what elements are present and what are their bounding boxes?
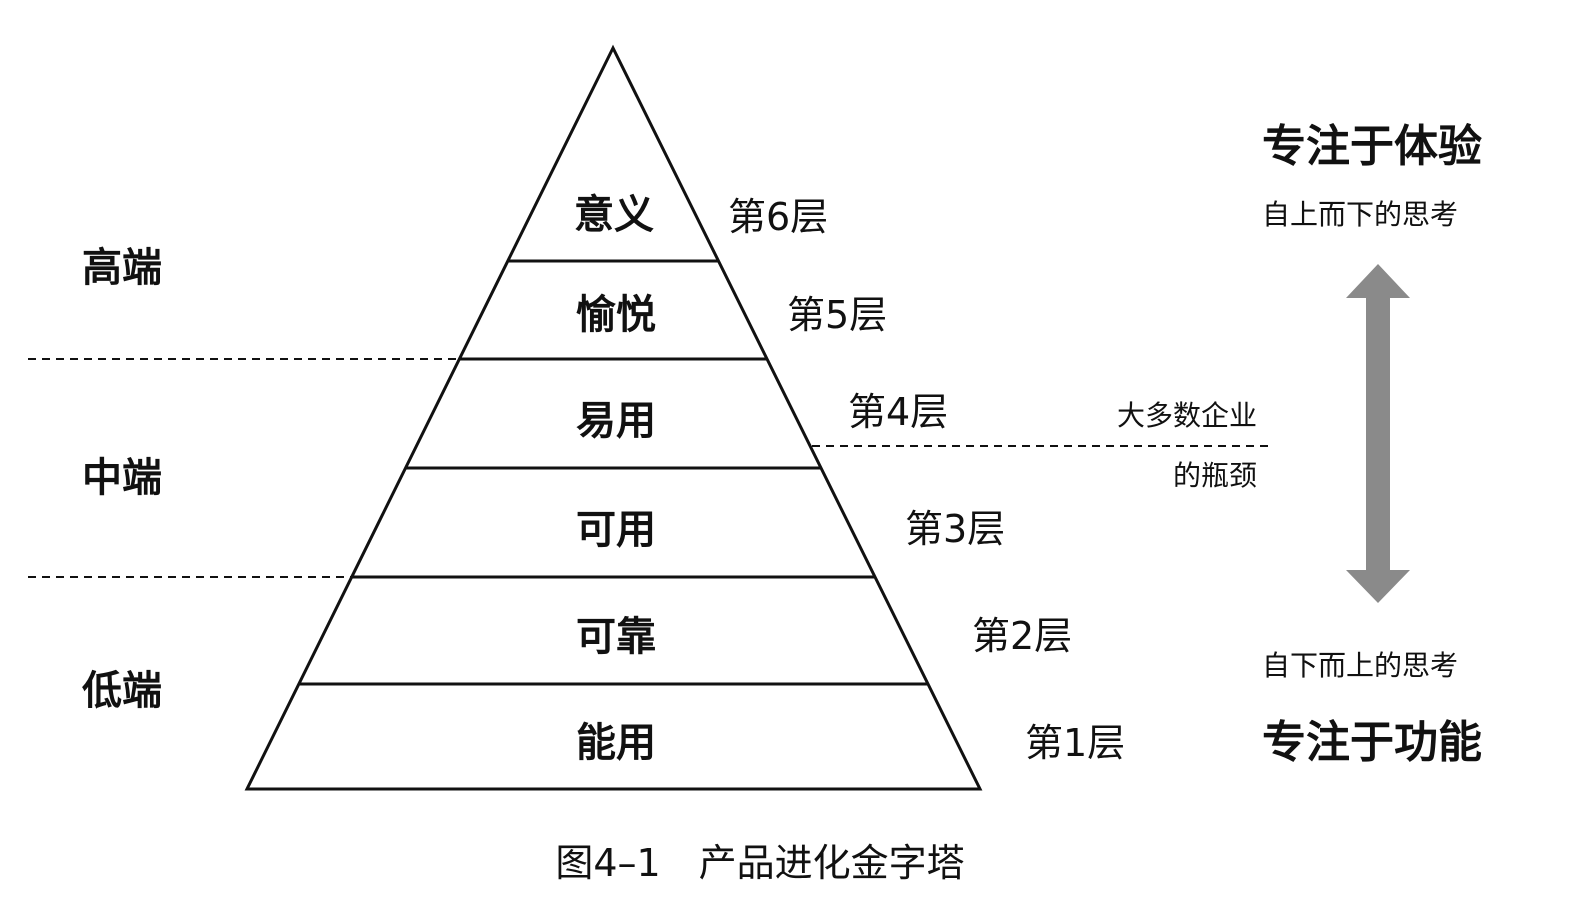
- tier-high-label: 高端: [82, 245, 162, 291]
- focus-function-title: 专注于功能: [1262, 717, 1482, 768]
- top-down-thinking-label: 自上而下的思考: [1262, 198, 1458, 231]
- layer-3-name: 可用: [576, 507, 656, 553]
- layer-2-name: 可靠: [576, 614, 656, 660]
- layer-4-number: 第4层: [848, 390, 948, 434]
- layer-2-number: 第2层: [972, 614, 1072, 658]
- tier-low-label: 低端: [82, 668, 162, 714]
- figure-caption: 图4–1 产品进化金字塔: [555, 841, 964, 885]
- bottleneck-label-line1: 大多数企业: [1117, 399, 1257, 432]
- bottom-up-thinking-label: 自下而上的思考: [1262, 649, 1458, 682]
- layer-3-number: 第3层: [905, 507, 1005, 551]
- layer-1-number: 第1层: [1025, 721, 1125, 765]
- layer-6-number: 第6层: [728, 195, 828, 239]
- pyramid-outline: [244, 44, 983, 791]
- layer-5-number: 第5层: [787, 293, 887, 337]
- layer-5-name: 愉悦: [576, 292, 656, 338]
- focus-experience-title: 专注于体验: [1262, 121, 1482, 172]
- tier-mid-label: 中端: [82, 455, 162, 501]
- layer-4-name: 易用: [576, 398, 656, 444]
- layer-6-name: 意义: [574, 192, 654, 238]
- double-arrow-icon: [1346, 264, 1410, 603]
- layer-1-name: 能用: [576, 720, 656, 766]
- bottleneck-label-line2: 的瓶颈: [1173, 459, 1257, 492]
